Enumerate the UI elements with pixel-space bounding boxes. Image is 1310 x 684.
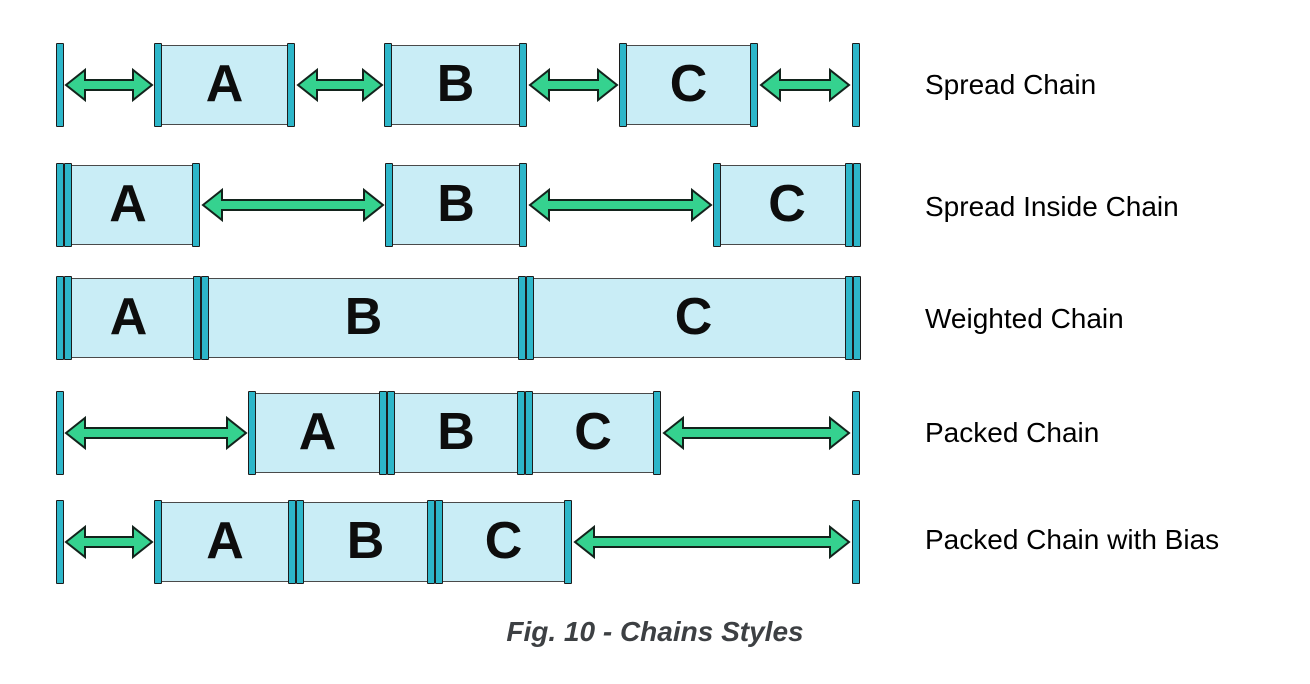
spacing-arrow-icon — [64, 63, 154, 107]
box-label: C — [484, 512, 523, 570]
box-edge-bar — [56, 276, 64, 360]
parent-anchor-bar-left — [56, 500, 64, 584]
box-edge-bar — [64, 163, 72, 247]
box-edge-bar — [296, 500, 304, 584]
box-edge-bar — [853, 163, 861, 247]
chain-row-packed-bias: A B C — [0, 500, 1310, 584]
box-edge-bar — [845, 276, 853, 360]
chain-box-b: B — [385, 165, 527, 245]
chain-box-c: C — [525, 393, 661, 473]
parent-anchor-bar-left — [56, 391, 64, 475]
box-edge-bar — [519, 163, 527, 247]
spacing-arrow-icon — [528, 183, 713, 227]
box-edge-bar — [845, 163, 853, 247]
box-label: B — [437, 175, 475, 233]
row-label-packed: Packed Chain — [925, 417, 1100, 448]
chain-row-weighted: A B C — [0, 276, 1310, 360]
box-label: B — [346, 512, 385, 570]
parent-anchor-bar-left — [56, 43, 64, 127]
box-edge-bar — [435, 500, 443, 584]
box-edge-bar — [56, 163, 64, 247]
spacing-arrow-icon — [528, 63, 619, 107]
spacing-arrow-icon — [296, 63, 384, 107]
chain-box-a: A — [56, 165, 200, 245]
box-edge-bar — [379, 391, 387, 475]
chain-row-spread-inside: A B C — [0, 163, 1310, 247]
row-label-packed-bias: Packed Chain with Bias — [925, 524, 1220, 555]
chain-box-a: A — [248, 393, 387, 473]
box-edge-bar — [192, 163, 200, 247]
box-label: A — [206, 512, 244, 570]
box-edge-bar — [384, 43, 392, 127]
box-edge-bar — [713, 163, 721, 247]
box-label: A — [205, 55, 244, 113]
box-edge-bar — [519, 43, 527, 127]
chain-box-a: A — [56, 278, 201, 358]
chain-box-c: C — [526, 278, 861, 358]
box-edge-bar — [248, 391, 256, 475]
chain-box-b: B — [387, 393, 525, 473]
parent-anchor-bar-right — [852, 500, 860, 584]
spacing-arrow-icon — [573, 520, 851, 564]
box-label: C — [674, 288, 713, 346]
box-edge-bar — [193, 276, 201, 360]
spacing-arrow-icon — [201, 183, 385, 227]
box-edge-bar — [201, 276, 209, 360]
row-label-weighted: Weighted Chain — [925, 303, 1124, 334]
parent-anchor-bar-right — [852, 391, 860, 475]
chain-row-packed: A B C — [0, 391, 1310, 475]
chain-box-c: C — [713, 165, 861, 245]
box-edge-bar — [564, 500, 572, 584]
box-label: A — [298, 403, 337, 461]
box-label: A — [109, 288, 148, 346]
box-edge-bar — [517, 391, 525, 475]
box-edge-bar — [385, 163, 393, 247]
box-edge-bar — [64, 276, 72, 360]
spacing-arrow-icon — [759, 63, 851, 107]
box-edge-bar — [525, 391, 533, 475]
box-edge-bar — [526, 276, 534, 360]
box-edge-bar — [653, 391, 661, 475]
chain-box-a: A — [154, 502, 296, 582]
chain-box-b: B — [201, 278, 526, 358]
chain-box-b: B — [296, 502, 435, 582]
box-label: B — [436, 55, 475, 113]
box-edge-bar — [287, 43, 295, 127]
box-edge-bar — [154, 43, 162, 127]
box-label: A — [109, 175, 147, 233]
box-edge-bar — [154, 500, 162, 584]
box-label: B — [344, 288, 383, 346]
box-edge-bar — [387, 391, 395, 475]
spacing-arrow-icon — [64, 411, 248, 455]
chain-box-c: C — [435, 502, 572, 582]
box-edge-bar — [853, 276, 861, 360]
box-label: C — [768, 175, 806, 233]
row-label-spread: Spread Chain — [925, 69, 1097, 100]
box-edge-bar — [427, 500, 435, 584]
chain-row-spread: A B C — [0, 43, 1310, 127]
box-label: C — [574, 403, 612, 461]
box-label: B — [437, 403, 475, 461]
parent-anchor-bar-right — [852, 43, 860, 127]
row-label-spread-inside: Spread Inside Chain — [925, 191, 1179, 222]
chain-box-c: C — [619, 45, 758, 125]
chain-box-a: A — [154, 45, 295, 125]
box-edge-bar — [288, 500, 296, 584]
figure-caption: Fig. 10 - Chains Styles — [506, 616, 804, 647]
box-edge-bar — [750, 43, 758, 127]
spacing-arrow-icon — [64, 520, 154, 564]
spacing-arrow-icon — [662, 411, 851, 455]
box-edge-bar — [518, 276, 526, 360]
chain-box-b: B — [384, 45, 527, 125]
box-label: C — [669, 55, 708, 113]
box-edge-bar — [619, 43, 627, 127]
